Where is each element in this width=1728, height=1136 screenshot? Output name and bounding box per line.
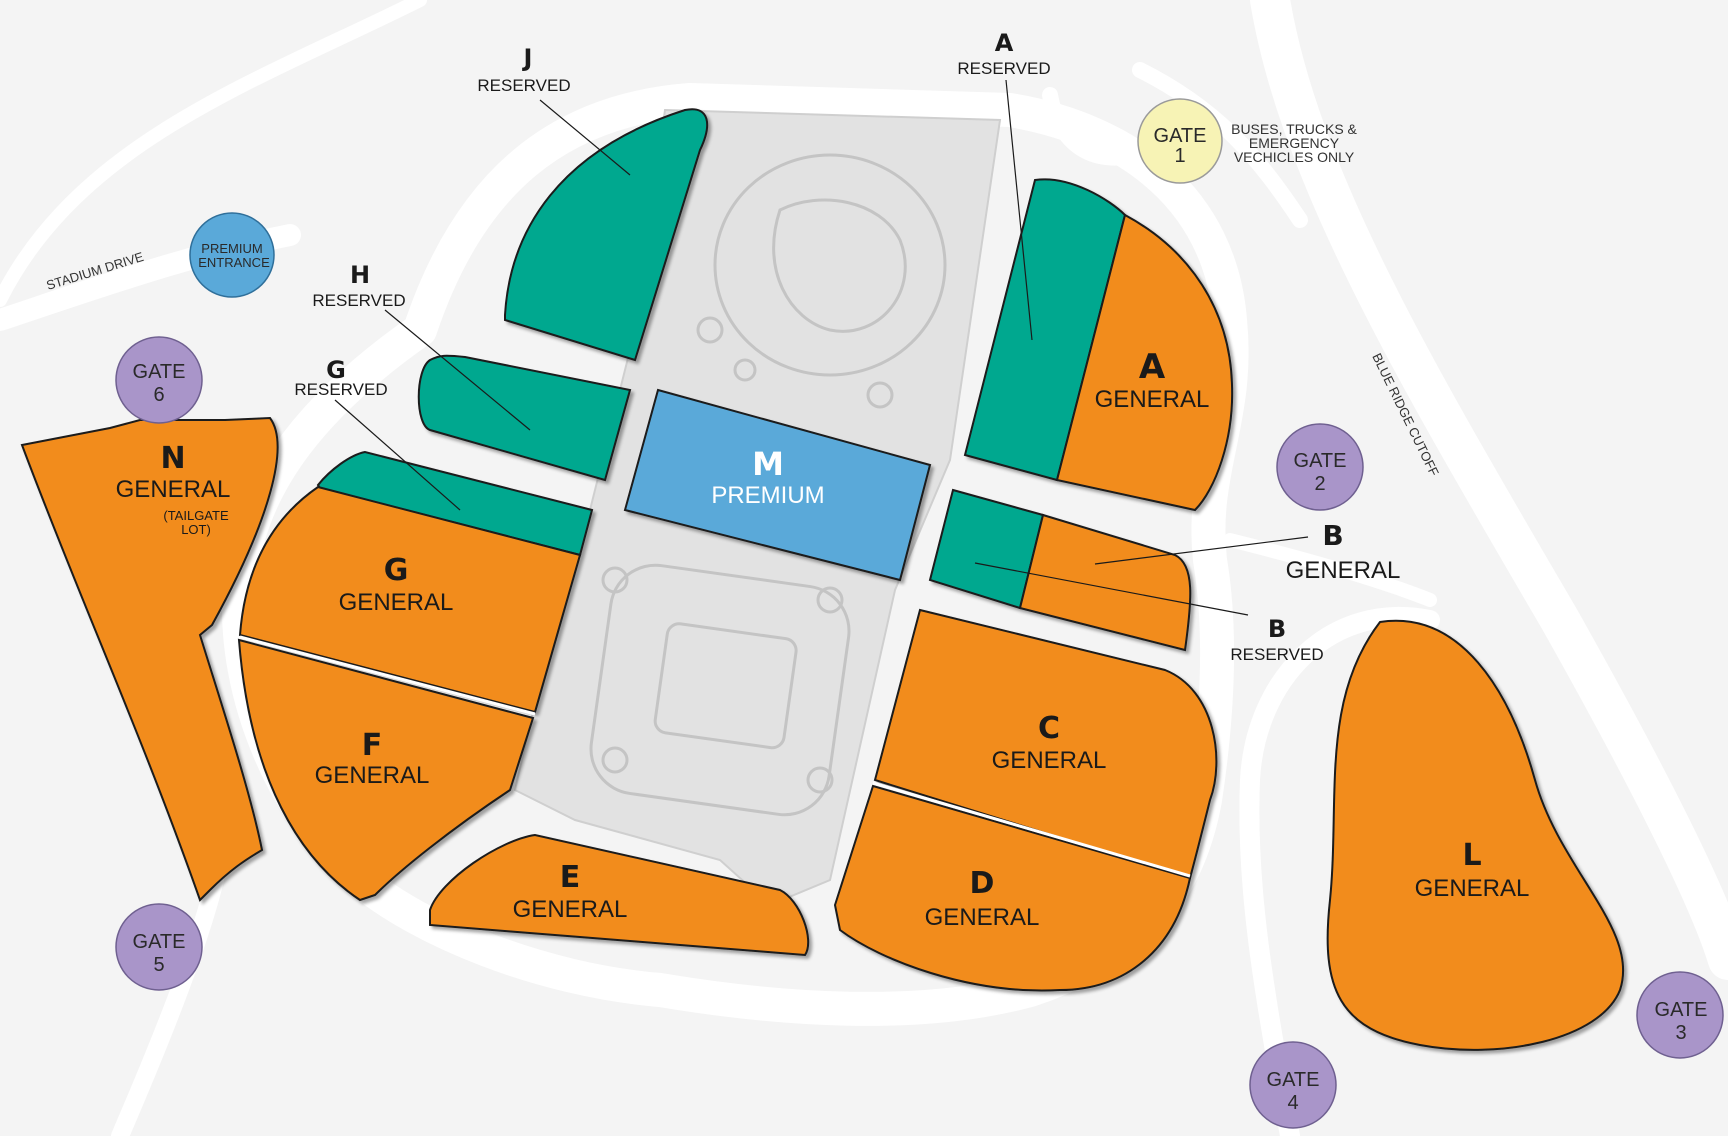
lot-m-premium-label: M PREMIUM [711, 445, 824, 509]
gate-3[interactable]: GATE 3 [1636, 971, 1724, 1059]
callout-b-general: B GENERAL [1286, 519, 1401, 584]
buses-note-line3: VECHICLES ONLY [1234, 149, 1355, 165]
callout-a-letter: A [995, 29, 1014, 57]
lot-m-letter: M [752, 445, 784, 483]
callout-h-sub: RESERVED [312, 291, 405, 310]
gate-1-number: 1 [1174, 145, 1185, 167]
lot-n-general-label: N GENERAL (TAILGATE LOT) [116, 441, 231, 537]
callout-j-sub: RESERVED [477, 76, 570, 95]
gate-6-number: 6 [153, 384, 164, 406]
lot-e-general[interactable] [429, 833, 810, 957]
gate-2-number: 2 [1314, 473, 1325, 495]
buses-note-line1: BUSES, TRUCKS & [1231, 121, 1357, 137]
callout-j-letter: J [522, 44, 533, 72]
lot-m-premium[interactable] [623, 388, 932, 582]
lot-n-general[interactable] [20, 416, 279, 902]
gate-4-number: 4 [1287, 1092, 1298, 1114]
lot-a-general-label: A GENERAL [1095, 347, 1210, 413]
callout-g-sub: RESERVED [294, 380, 387, 399]
lot-n-letter: N [160, 441, 185, 476]
lot-n-note2: LOT) [181, 522, 211, 537]
premium-entrance-line2: ENTRANCE [198, 255, 270, 270]
lot-g-reserved[interactable] [316, 450, 594, 557]
lot-f-sub: GENERAL [315, 762, 430, 789]
callout-a-sub: RESERVED [957, 59, 1050, 78]
lot-c-general[interactable] [873, 608, 1218, 880]
gate-1[interactable]: GATE 1 [1137, 98, 1223, 184]
lot-f-letter: F [362, 728, 383, 763]
lot-shapes [20, 108, 1625, 1051]
callout-b-reserved-sub: RESERVED [1230, 645, 1323, 664]
lot-j-reserved[interactable] [504, 108, 708, 362]
football-stadium [589, 563, 851, 817]
lot-g-general[interactable] [238, 485, 582, 714]
callout-j-reserved: J RESERVED [477, 44, 570, 95]
lot-d-sub: GENERAL [925, 904, 1040, 931]
callout-b-reserved-letter: B [1268, 615, 1286, 643]
gate-5-label: GATE [133, 931, 186, 953]
lot-a-general[interactable] [1055, 213, 1234, 512]
premium-entrance-line1: PREMIUM [201, 241, 262, 256]
gate-4[interactable]: GATE 4 [1249, 1041, 1337, 1129]
gate-6[interactable]: GATE 6 [115, 336, 203, 424]
callout-h-reserved: H RESERVED [312, 261, 405, 310]
callout-a-reserved: A RESERVED [957, 29, 1050, 78]
gate-2-label: GATE [1294, 450, 1347, 472]
lot-l-general-label: L GENERAL [1415, 838, 1530, 902]
lot-n-note1: (TAILGATE [163, 508, 229, 523]
lot-c-general-label: C GENERAL [992, 711, 1107, 774]
baseball-stadium [696, 153, 947, 409]
blue-ridge-road [1250, 0, 1728, 980]
lot-e-general-label: E GENERAL [513, 860, 628, 923]
buses-note: BUSES, TRUCKS & EMERGENCY VECHICLES ONLY [1231, 121, 1357, 165]
lot-a-letter: A [1139, 347, 1166, 387]
lot-e-sub: GENERAL [513, 896, 628, 923]
lot-c-letter: C [1038, 711, 1060, 746]
lot-f-general[interactable] [237, 638, 535, 902]
lot-c-sub: GENERAL [992, 747, 1107, 774]
gate-6-label: GATE [133, 361, 186, 383]
lot-b-general[interactable] [1018, 513, 1192, 652]
callout-g-letter: G [326, 356, 346, 384]
gate-5[interactable]: GATE 5 [115, 903, 203, 991]
lot-d-letter: D [970, 866, 995, 901]
buses-note-line2: EMERGENCY [1249, 135, 1340, 151]
gate-4-label: GATE [1267, 1069, 1320, 1091]
lot-m-sub: PREMIUM [711, 482, 824, 509]
lot-n-sub: GENERAL [116, 476, 231, 503]
callout-lines [334, 79, 1309, 616]
callout-b-general-sub: GENERAL [1286, 557, 1401, 584]
lot-d-general[interactable] [833, 784, 1192, 992]
lot-g-general-label: G GENERAL [339, 553, 454, 616]
lot-g-letter: G [384, 553, 409, 588]
callout-b-general-letter: B [1322, 519, 1343, 552]
gate-2[interactable]: GATE 2 [1276, 423, 1364, 511]
lot-dividers [239, 635, 1191, 878]
lot-l-letter: L [1462, 838, 1481, 873]
callout-h-letter: H [350, 261, 370, 289]
gate-1-label: GATE [1154, 125, 1207, 147]
gate-3-number: 3 [1675, 1022, 1686, 1044]
gate-5-number: 5 [153, 954, 164, 976]
lot-e-letter: E [560, 860, 581, 895]
lot-a-sub: GENERAL [1095, 386, 1210, 413]
callout-g-reserved: G RESERVED [294, 356, 387, 399]
lot-d-general-label: D GENERAL [925, 866, 1040, 931]
lot-f-general-label: F GENERAL [315, 728, 430, 789]
lot-l-sub: GENERAL [1415, 875, 1530, 902]
gate-3-label: GATE [1655, 999, 1708, 1021]
premium-entrance[interactable]: PREMIUM ENTRANCE [189, 212, 275, 298]
lot-l-general[interactable] [1326, 619, 1625, 1051]
lot-g-sub: GENERAL [339, 589, 454, 616]
callout-b-reserved: B RESERVED [1230, 615, 1323, 664]
